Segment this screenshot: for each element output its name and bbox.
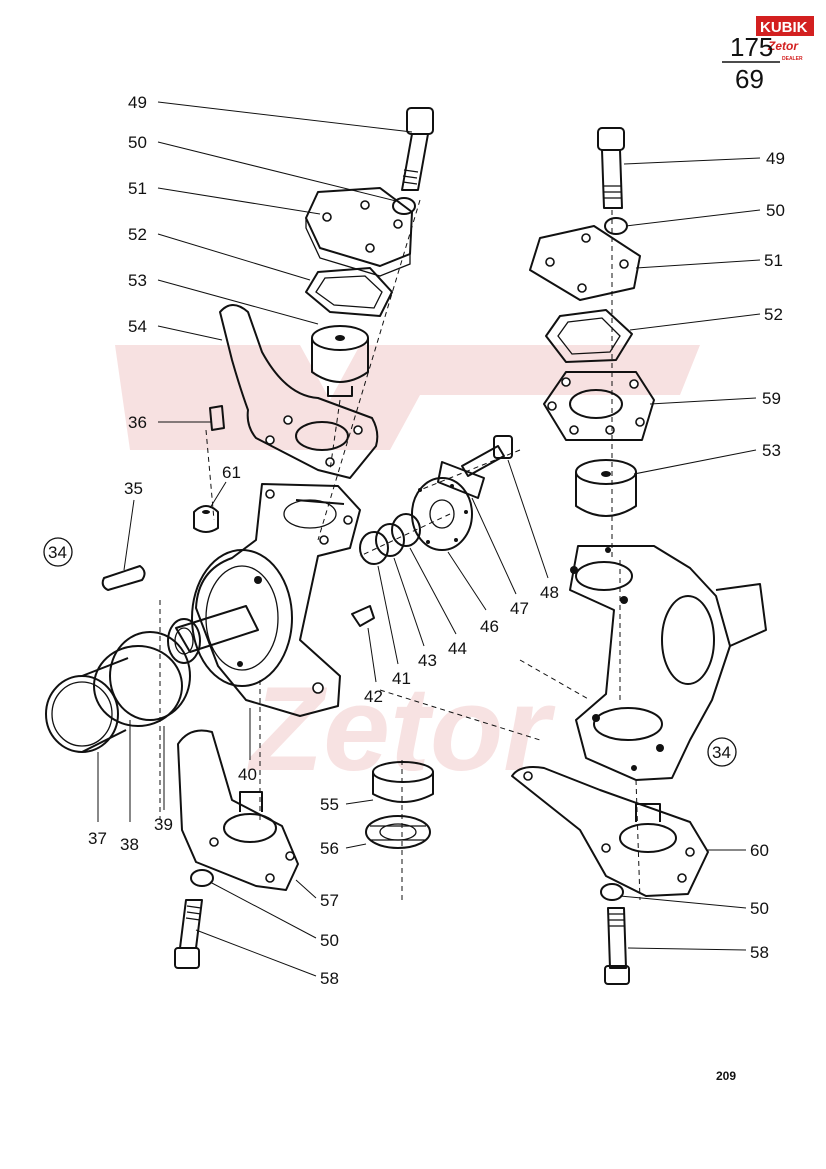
page-number: 209 [716, 1069, 736, 1083]
pad-53-left [311, 325, 369, 397]
callout-49: 49 [128, 93, 147, 112]
callout-60: 60 [750, 841, 769, 860]
callout-42: 42 [364, 687, 383, 706]
callout-50: 50 [128, 133, 147, 152]
callout-34: 34 [48, 543, 67, 562]
callout-52: 52 [128, 225, 147, 244]
callout-47: 47 [510, 599, 529, 618]
callout-50-right-lower: 50 [750, 899, 769, 918]
callout-34-right: 34 [712, 743, 731, 762]
callout-58: 58 [320, 969, 339, 988]
svg-text:DEALER: DEALER [782, 56, 803, 62]
bolt-49-left [401, 107, 434, 191]
callout-44: 44 [448, 639, 467, 658]
steering-knuckle-right [569, 545, 767, 781]
callout-39: 39 [154, 815, 173, 834]
callout-41: 41 [392, 669, 411, 688]
callout-55: 55 [320, 795, 339, 814]
callout-34-circle [43, 537, 73, 567]
callout-51: 51 [128, 179, 147, 198]
callout-48: 48 [540, 583, 559, 602]
svg-text:Zetor: Zetor [767, 39, 799, 53]
callout-50b: 50 [320, 931, 339, 950]
bearing-stack-left [351, 435, 513, 627]
callout-53-right: 53 [762, 441, 781, 460]
callout-37: 37 [88, 829, 107, 848]
sheet-number: 175 [730, 32, 773, 62]
callout-40: 40 [238, 765, 257, 784]
callout-53: 53 [128, 271, 147, 290]
callout-43: 43 [418, 651, 437, 670]
left-assembly [45, 107, 521, 969]
callout-50-right: 50 [766, 201, 785, 220]
callout-36: 36 [128, 413, 147, 432]
callout-35: 35 [124, 479, 143, 498]
roller-bearing-56 [365, 815, 431, 849]
callout-38: 38 [120, 835, 139, 854]
right-assembly [379, 127, 767, 985]
callout-59: 59 [762, 389, 781, 408]
svg-text:KUBIK: KUBIK [760, 19, 808, 36]
sheet-reference: 175 69 [722, 32, 780, 94]
callout-61: 61 [222, 463, 241, 482]
ring-38 [93, 645, 183, 727]
callout-58-right: 58 [750, 943, 769, 962]
leader-lines [97, 101, 761, 977]
callout-49-right: 49 [766, 149, 785, 168]
callout-46: 46 [480, 617, 499, 636]
callout-52-right: 52 [764, 305, 783, 324]
callouts: 49 50 51 52 53 54 36 35 61 34 37 38 39 4… [43, 93, 785, 988]
kubik-zetor-logo: KUBIK Zetor DEALER [756, 16, 814, 62]
callout-54: 54 [128, 317, 147, 336]
steering-knuckle-40-left [167, 483, 361, 717]
callout-34-right-circle [707, 737, 737, 767]
sheet-total: 69 [735, 64, 764, 94]
callout-51-right: 51 [764, 251, 783, 270]
callout-57: 57 [320, 891, 339, 910]
callout-56: 56 [320, 839, 339, 858]
seal-37 [45, 657, 129, 753]
ring-39 [109, 631, 191, 721]
